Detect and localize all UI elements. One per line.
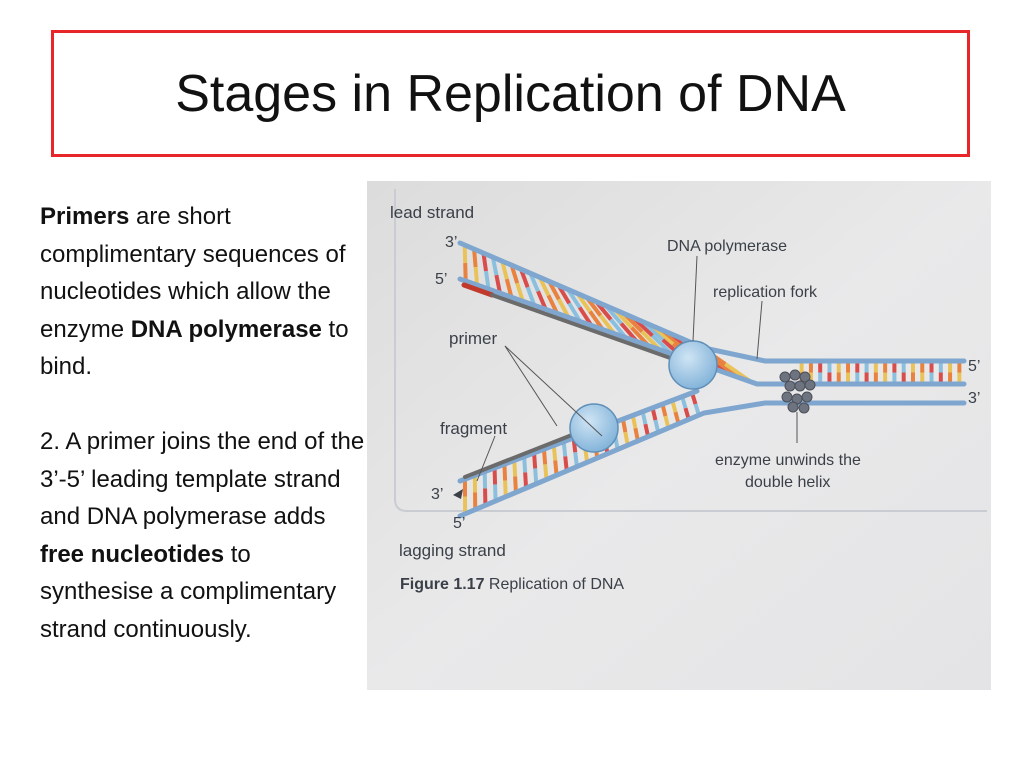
base-pair-rung	[513, 476, 518, 493]
label-dna-polymerase: DNA polymerase	[667, 238, 787, 255]
base-pair-rung	[463, 262, 468, 282]
label-lead-3prime: 3’	[445, 234, 457, 251]
lead-primer	[461, 282, 495, 298]
body-text: Primers are short complimentary sequence…	[40, 198, 365, 649]
base-pair-rung	[472, 248, 478, 268]
label-fragment: fragment	[440, 419, 507, 438]
lead-new-strand	[490, 293, 692, 367]
caption-text: Replication of DNA	[484, 576, 624, 593]
lag-new-strand	[463, 429, 584, 479]
label-lagging-strand: lagging strand	[399, 541, 506, 560]
top-outer-backbone	[457, 240, 967, 364]
slide-title: Stages in Replication of DNA	[175, 64, 846, 123]
text-segment: are short complimentary sequences of nuc…	[40, 203, 346, 343]
figure-frame	[394, 189, 987, 512]
base-pair-rung	[504, 278, 514, 298]
label-lag-3prime: 3’	[431, 486, 443, 503]
base-pair-rung	[503, 480, 508, 497]
photo-background	[367, 181, 991, 690]
text-segment: DNA polymerase	[130, 315, 322, 343]
caption-figure-number: Figure 1.17	[400, 576, 485, 593]
base-pair-rung	[490, 256, 499, 276]
base-pair-rung	[462, 244, 468, 264]
base-pair-rung	[484, 270, 491, 290]
label-enzyme-line1: enzyme unwinds the	[715, 452, 861, 469]
label-right-5prime: 5’	[968, 358, 980, 375]
paragraph-primers: Primers are short complimentary sequence…	[40, 198, 365, 386]
base-pair-rung	[492, 467, 498, 485]
base-pair-rung	[494, 274, 502, 294]
base-pair-rung	[493, 484, 498, 502]
label-replication-fork: replication fork	[713, 284, 818, 301]
paragraph-gap	[40, 386, 365, 423]
base-pair-rung	[473, 266, 480, 286]
text-segment: to synthesise a complimentary strand con…	[40, 540, 337, 643]
text-segment: free nucleotides	[40, 540, 225, 568]
bottom-outer-backbone	[457, 400, 967, 519]
text-segment: to bind.	[40, 315, 349, 381]
text-segment: Primers	[40, 203, 130, 230]
base-pair-rung	[502, 464, 508, 481]
label-lag-5prime: 5’	[453, 515, 465, 532]
helicase-enzyme	[779, 369, 816, 414]
paragraph-step-2: 2. A primer joins the end of the 3’-5’ l…	[40, 423, 365, 649]
title-box: Stages in Replication of DNA	[51, 30, 970, 157]
base-pair-rung	[512, 460, 518, 477]
arrowhead-icon	[453, 489, 463, 499]
label-lead-5prime: 5’	[435, 271, 447, 288]
base-pair-rung	[481, 252, 488, 272]
leader-lines	[476, 255, 798, 482]
label-right-3prime: 3’	[968, 390, 980, 407]
new-strands	[461, 282, 692, 479]
label-primer: primer	[449, 329, 498, 348]
base-pair-rung	[522, 456, 528, 473]
figure-caption: Figure 1.17 Replication of DNA	[400, 576, 624, 593]
label-enzyme-line2: double helix	[745, 474, 830, 491]
replication-diagram: lead strand 3’ 5’ primer DNA polymerase …	[367, 181, 991, 690]
dna-polymerase-lead	[668, 340, 718, 390]
base-pair-rung	[515, 282, 525, 302]
label-lead-strand: lead strand	[390, 203, 474, 222]
replication-figure: lead strand 3’ 5’ primer DNA polymerase …	[367, 181, 991, 690]
top-inner-backbone	[457, 276, 967, 387]
text-segment: 2. A primer joins the end of the 3’-5’ l…	[40, 427, 365, 531]
